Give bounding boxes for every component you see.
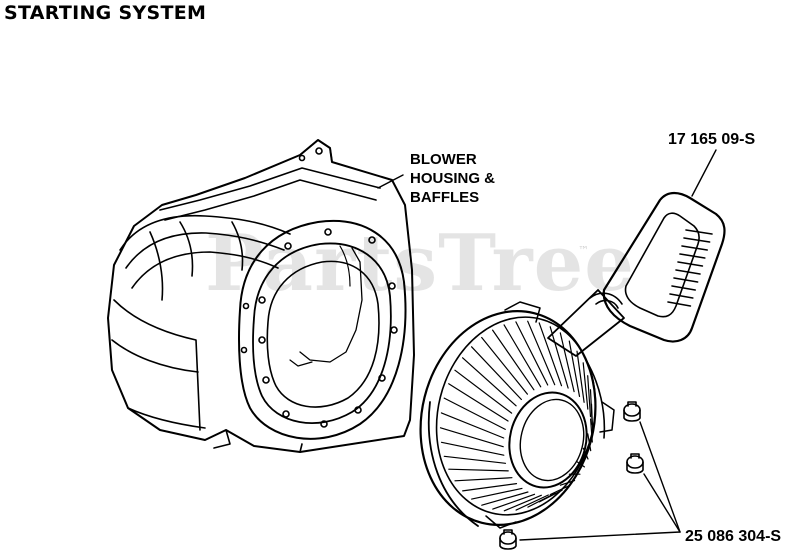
nut-part-number: 25 086 304-S [685, 528, 782, 545]
callout-line: BAFFLES [410, 189, 480, 206]
starter-rib [481, 336, 529, 395]
starter-rib [559, 479, 576, 486]
starter-rib [471, 346, 523, 401]
starter-rib [454, 477, 513, 482]
starter-rib [549, 326, 569, 389]
starter-rib [454, 369, 513, 414]
recoil-starter [419, 301, 615, 529]
blower-housing [107, 139, 415, 453]
handle-part-number: 17 165 09-S [668, 131, 756, 148]
starter-rib [576, 350, 585, 403]
callout-line: HOUSING & [410, 170, 496, 187]
starter-handle [547, 191, 726, 357]
page-title: STARTING SYSTEM [4, 2, 207, 24]
starter-rib [568, 340, 581, 397]
starter-rib [503, 324, 542, 388]
starter-rib [462, 483, 518, 492]
starter-rib [481, 491, 529, 506]
grip-ridge [685, 229, 713, 235]
starter-rib [549, 485, 570, 496]
starter-rib [471, 487, 523, 500]
starter-rib [589, 418, 593, 443]
starter-rib [443, 397, 506, 430]
starter-rib [587, 375, 592, 418]
starter-rib [448, 383, 509, 422]
grip-ridge [671, 285, 697, 291]
flange-nut [626, 453, 644, 474]
starter-rib [440, 412, 505, 439]
grip-ridge [673, 277, 699, 283]
starter-rib [492, 329, 535, 391]
grip-ridge [667, 301, 692, 307]
grip-ridge [679, 253, 706, 259]
starter-rib [590, 403, 594, 434]
starter-rib [582, 447, 589, 460]
starter-rib [576, 461, 586, 468]
starter-rib [448, 468, 509, 472]
grip-ridge [681, 245, 709, 251]
starter-rib [527, 492, 556, 508]
starter-rib [527, 320, 556, 386]
starter-rib [492, 493, 536, 510]
starter-rib [538, 322, 563, 387]
watermark-trademark: ™ [578, 244, 589, 257]
starter-rib [515, 494, 549, 511]
blower-leader-line [377, 174, 404, 189]
starter-rib [582, 362, 589, 410]
flange-nut [623, 401, 641, 422]
starter-rib [515, 321, 549, 386]
grip-ridge [677, 261, 704, 267]
starter-rib [439, 427, 504, 448]
nut-leader-lines [519, 421, 681, 541]
starter-rib [462, 357, 517, 407]
grip-ridge [669, 293, 694, 299]
grip-ridge [675, 269, 701, 275]
blower-housing-callout: BLOWER HOUSING & BAFFLES [410, 150, 495, 207]
callout-line: BLOWER [410, 151, 477, 168]
starter-rib [503, 494, 542, 512]
handle-leader-line [691, 149, 717, 197]
grip-ridge [683, 237, 711, 243]
flange-nut [499, 529, 517, 550]
starter-rib [587, 433, 592, 452]
starter-rib [440, 441, 505, 456]
starter-rib [443, 455, 507, 464]
starter-rib [559, 332, 575, 393]
watermark: PartsTree [205, 218, 635, 309]
